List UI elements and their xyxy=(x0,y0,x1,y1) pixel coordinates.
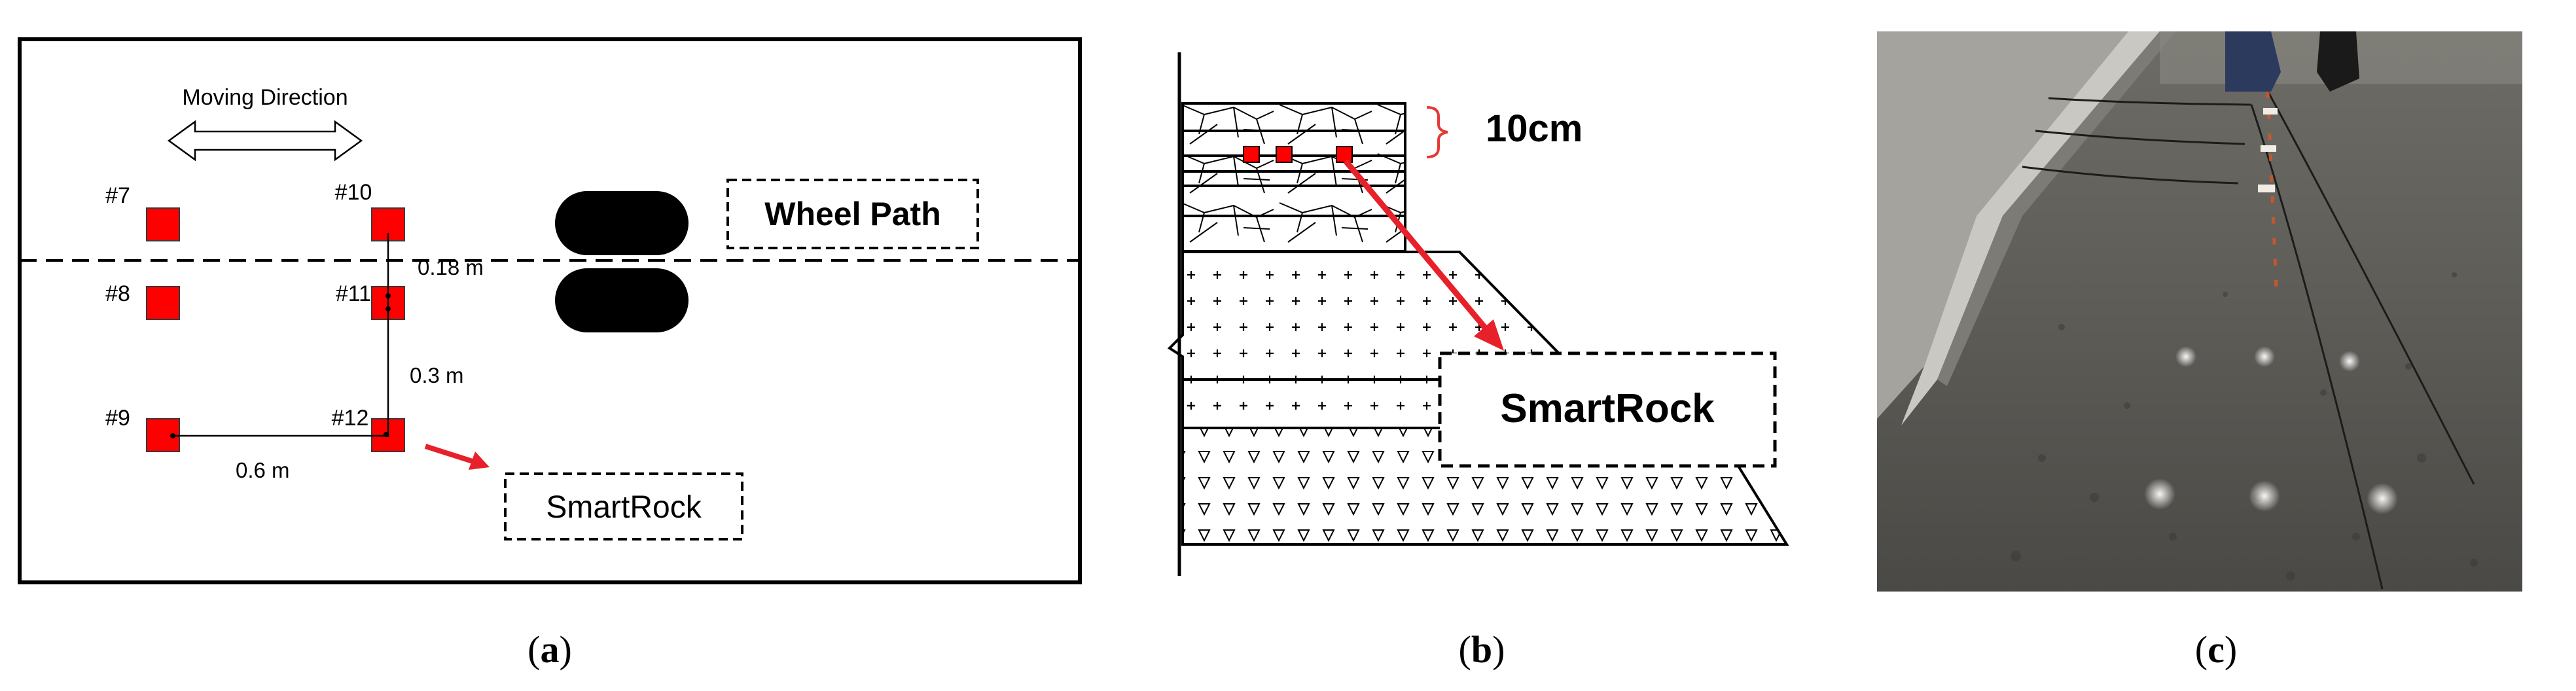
thickness-label: 10cm xyxy=(1486,107,1583,150)
dimension-label-03: 0.3 m xyxy=(410,363,464,387)
sensor-7 xyxy=(146,207,180,241)
thickness-brace xyxy=(1426,106,1448,158)
caption-b: (b) xyxy=(1459,628,1505,671)
dimension-label-06: 0.6 m xyxy=(236,458,290,482)
arrowhead-icon xyxy=(469,452,490,470)
worker-figure xyxy=(2225,31,2281,92)
smartrock-label-a: SmartRock xyxy=(546,490,702,525)
caption-a: (a) xyxy=(528,628,572,671)
embedded-smartrock-2 xyxy=(1276,146,1293,163)
sensor-label-11: #11 xyxy=(336,281,371,306)
sensor-label-9: #9 xyxy=(105,406,130,431)
smartrock-label-b: SmartRock xyxy=(1500,386,1715,431)
smartrock-box-b xyxy=(1438,351,1777,468)
panel-a: Moving Direction Wheel Path #7 #10 #8 #1… xyxy=(18,37,1082,671)
wheel-path-label: Wheel Path xyxy=(764,196,940,232)
panel-c-photo: (c) xyxy=(1877,31,2522,671)
sensor-label-12: #12 xyxy=(332,406,369,431)
sensor-8 xyxy=(146,286,180,320)
caption-c: (c) xyxy=(2195,628,2237,671)
moving-direction-label: Moving Direction xyxy=(182,85,348,110)
double-arrow-icon xyxy=(167,120,363,162)
worker-figure xyxy=(2317,31,2359,92)
sensor-label-10: #10 xyxy=(335,180,372,205)
embedded-smartrock-1 xyxy=(1243,146,1260,163)
wheel-shape-bottom xyxy=(555,268,689,332)
embedded-smartrock-3 xyxy=(1336,146,1353,163)
sensor-10 xyxy=(371,207,405,241)
sensor-label-7: #7 xyxy=(105,183,130,208)
wheel-shape-top xyxy=(555,191,689,255)
sensor-label-8: #8 xyxy=(105,281,130,306)
panel-b: 10cm SmartRock (b) xyxy=(1167,52,1789,671)
smartrock-arrow-a xyxy=(424,444,474,464)
arrowhead-icon xyxy=(1474,319,1504,351)
pavement-plan-frame xyxy=(18,37,1082,584)
dimension-label-018: 0.18 m xyxy=(418,255,484,279)
curb xyxy=(1877,31,2128,419)
smartrock-arrow-b xyxy=(1343,159,1488,330)
smartrock-box-a xyxy=(504,472,743,540)
asphalt-layer xyxy=(1181,102,1406,253)
